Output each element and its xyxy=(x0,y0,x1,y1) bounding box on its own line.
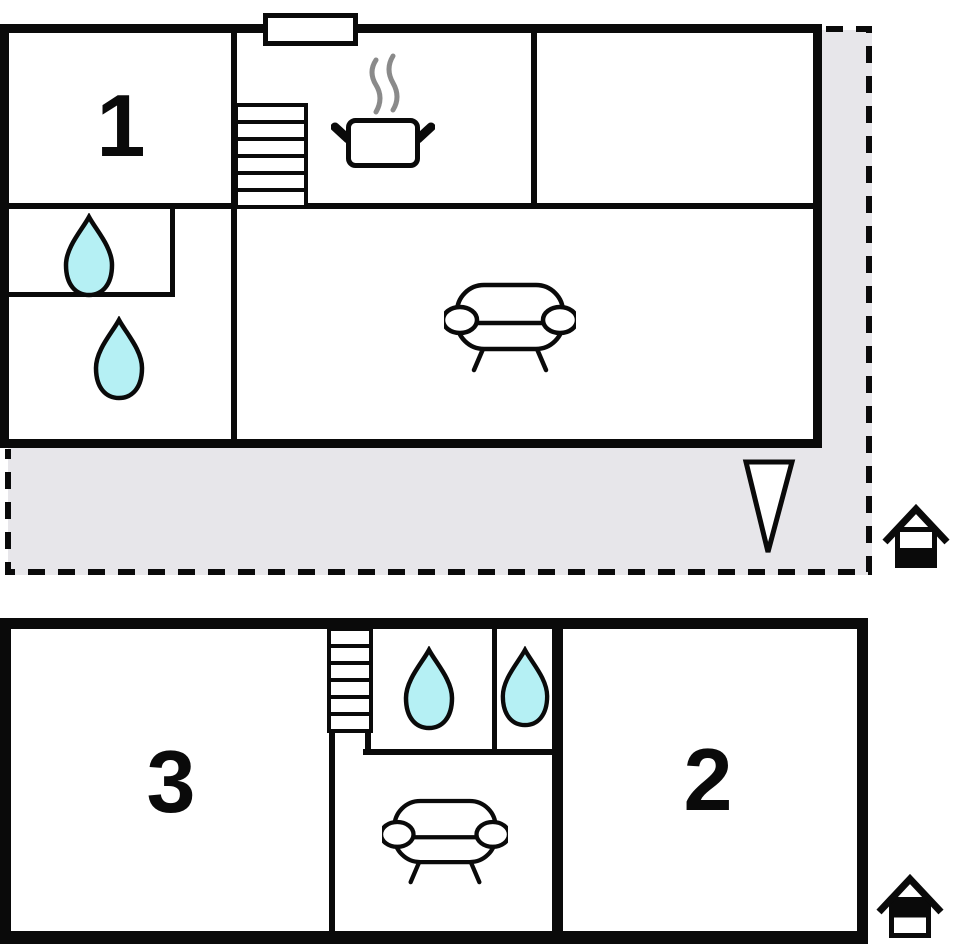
house-level-icon-upper xyxy=(876,873,944,938)
chimney-icon xyxy=(263,13,358,46)
wall-outer-left xyxy=(0,24,9,448)
wall-outer-bottom xyxy=(0,439,822,448)
stairs-icon xyxy=(327,627,373,733)
wall-interior-hall-left xyxy=(329,729,335,931)
terrace-area-bottom xyxy=(8,446,872,575)
wall-interior-stairs-extension xyxy=(365,725,371,753)
wall-outer-right xyxy=(857,618,868,944)
sofa-icon xyxy=(382,798,508,885)
wall-outer-top xyxy=(0,24,822,33)
wall-outer-left xyxy=(0,618,11,944)
wall-outer-right xyxy=(813,24,822,448)
sofa-icon xyxy=(444,282,576,373)
room-number-3: 3 xyxy=(146,732,196,831)
water-drop-icon xyxy=(63,213,115,298)
room-number-1: 1 xyxy=(96,76,146,175)
wall-outer-top xyxy=(0,618,868,629)
wall-interior-between-baths xyxy=(492,629,497,751)
wall-interior-bath-bottom xyxy=(363,749,563,755)
water-drop-icon xyxy=(403,646,455,731)
steam-icon xyxy=(369,53,400,115)
wall-interior-bath-vertical xyxy=(170,208,175,297)
wall-interior-vertical-main xyxy=(231,33,237,439)
water-drop-icon xyxy=(93,316,145,401)
house-level-icon-ground xyxy=(882,503,950,568)
entrance-arrow-icon xyxy=(742,459,796,553)
cooking-pot-icon xyxy=(331,118,435,168)
wall-outer-bottom xyxy=(0,931,868,944)
room-number-2: 2 xyxy=(683,730,733,829)
wall-interior-room2-left xyxy=(552,629,563,931)
wall-interior-horizontal-mid xyxy=(9,203,813,209)
water-drop-icon xyxy=(500,646,550,728)
stairs-icon xyxy=(234,103,308,209)
wall-interior-kitchen-right xyxy=(531,33,537,203)
